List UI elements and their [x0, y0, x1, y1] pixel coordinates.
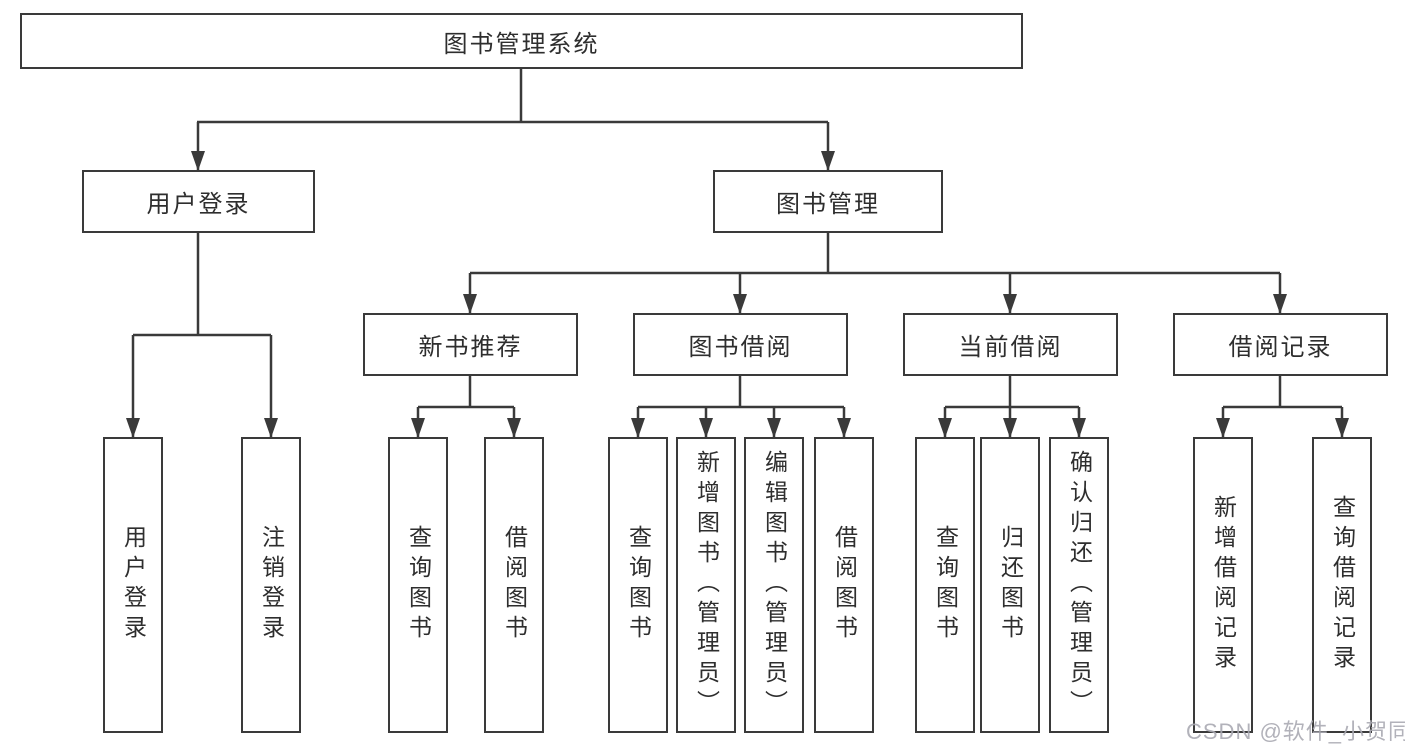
node-root-system: 图书管理系统	[20, 13, 1023, 69]
leaf-query-borrow-record: 查询借阅记录	[1312, 437, 1372, 733]
leaf-return-books-label: 归还图书	[997, 525, 1024, 645]
node-user-login: 用户登录	[82, 170, 315, 233]
node-borrow-records-label: 借阅记录	[1228, 334, 1333, 361]
leaf-add-books-admin-label: 新增图书（管理员）	[693, 450, 720, 720]
node-root-label: 图书管理系统	[443, 30, 600, 58]
leaf-logout: 注销登录	[241, 437, 301, 733]
leaf-query-books-current: 查询图书	[915, 437, 975, 733]
leaf-confirm-return-admin-label: 确认归还（管理员）	[1066, 450, 1093, 720]
leaf-query-books-recommend: 查询图书	[388, 437, 448, 733]
leaf-add-borrow-record: 新增借阅记录	[1193, 437, 1253, 733]
leaf-user-login-label: 用户登录	[120, 525, 147, 645]
leaf-borrow-books-recommend: 借阅图书	[484, 437, 544, 733]
node-current-borrow-label: 当前借阅	[958, 334, 1063, 361]
node-borrow-records: 借阅记录	[1173, 313, 1388, 376]
csdn-watermark: CSDN @软件_小贺同学	[1186, 719, 1405, 744]
leaf-borrow-books-recommend-label: 借阅图书	[501, 525, 528, 645]
leaf-add-books-admin: 新增图书（管理员）	[676, 437, 736, 733]
leaf-borrow-books-label: 借阅图书	[831, 525, 858, 645]
leaf-confirm-return-admin: 确认归还（管理员）	[1049, 437, 1109, 733]
node-new-book-recommend: 新书推荐	[363, 313, 578, 376]
leaf-add-borrow-record-label: 新增借阅记录	[1210, 495, 1237, 675]
leaf-query-borrow-record-label: 查询借阅记录	[1329, 495, 1356, 675]
leaf-edit-books-admin-label: 编辑图书（管理员）	[761, 450, 788, 720]
leaf-return-books: 归还图书	[980, 437, 1040, 733]
node-book-management: 图书管理	[713, 170, 943, 233]
leaf-user-login: 用户登录	[103, 437, 163, 733]
node-book-borrow: 图书借阅	[633, 313, 848, 376]
leaf-query-books-recommend-label: 查询图书	[405, 525, 432, 645]
leaf-query-books-borrow-label: 查询图书	[625, 525, 652, 645]
leaf-query-books-current-label: 查询图书	[932, 525, 959, 645]
node-user-login-label: 用户登录	[146, 191, 251, 218]
leaf-borrow-books: 借阅图书	[814, 437, 874, 733]
node-book-management-label: 图书管理	[776, 191, 880, 218]
node-new-book-recommend-label: 新书推荐	[418, 334, 523, 361]
leaf-logout-label: 注销登录	[258, 525, 285, 645]
node-book-borrow-label: 图书借阅	[688, 334, 793, 361]
leaf-edit-books-admin: 编辑图书（管理员）	[744, 437, 804, 733]
leaf-query-books-borrow: 查询图书	[608, 437, 668, 733]
node-current-borrow: 当前借阅	[903, 313, 1118, 376]
